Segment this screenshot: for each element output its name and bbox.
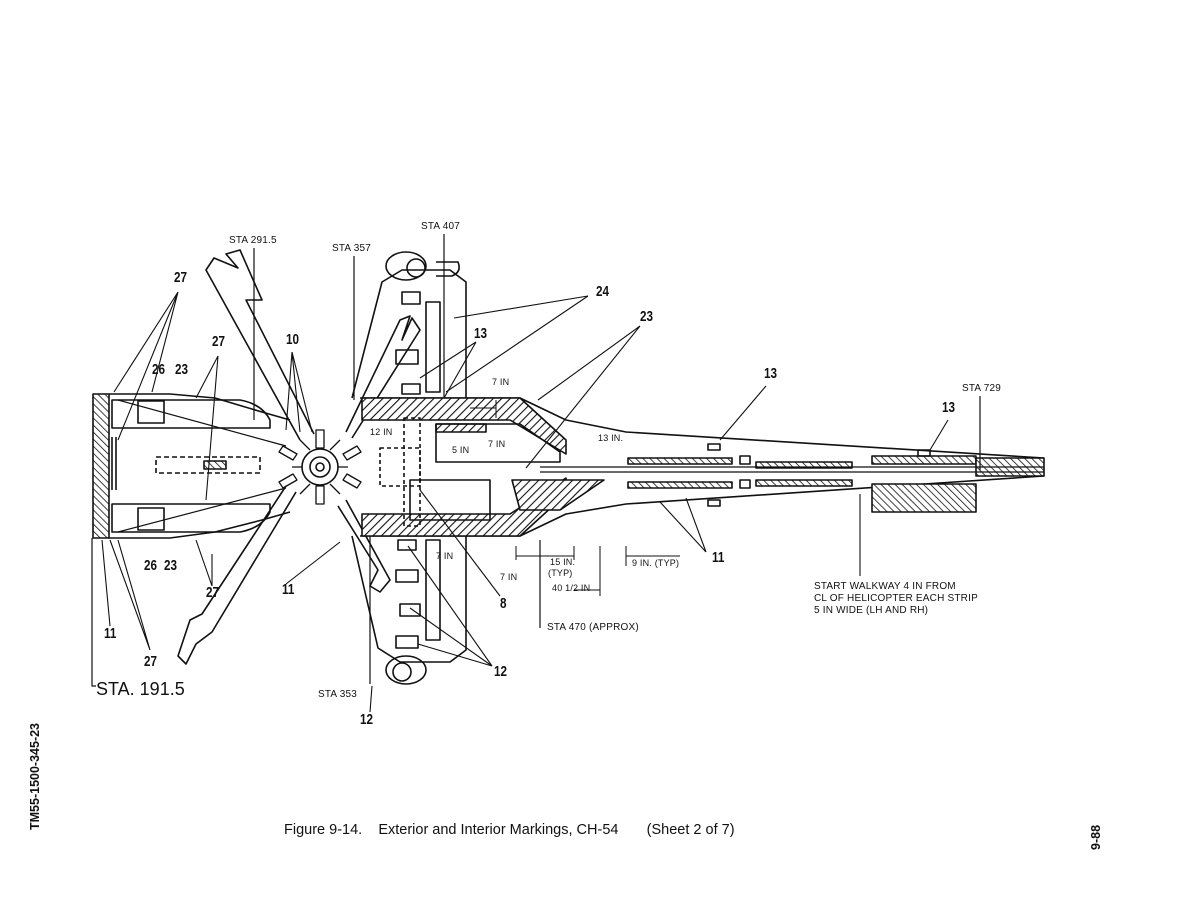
cabin-upper-wall-marking <box>361 397 567 455</box>
figure-title: Exterior and Interior Markings, CH-54 <box>378 822 619 838</box>
dimension-15-in: 15 IN. <box>550 557 576 567</box>
callout-13: 13 <box>764 365 778 382</box>
station-label-407: STA 407 <box>421 221 461 232</box>
callout-13: 13 <box>942 399 956 416</box>
page-number: 9-88 <box>1089 824 1103 850</box>
figure-sheet: (Sheet 2 of 7) <box>646 822 735 838</box>
walkway-strip <box>627 481 733 489</box>
dimension-12-in: 12 IN <box>370 427 393 437</box>
dimension-7-in: 7 IN <box>488 439 506 449</box>
callout-11: 11 <box>104 625 117 642</box>
callout-10: 10 <box>286 331 300 348</box>
callout-24: 24 <box>596 283 610 300</box>
dimension-13-in: 13 IN. <box>598 433 624 443</box>
walkway-strip <box>627 457 733 465</box>
nose-marking-stripe <box>92 393 110 539</box>
station-label-353: STA 353 <box>318 689 358 700</box>
dimension-5-in: 5 IN <box>452 445 470 455</box>
callout-27: 27 <box>212 333 226 350</box>
station-label-729: STA 729 <box>962 383 1002 394</box>
station-label-291-5: STA 291.5 <box>229 235 277 246</box>
station-label-470: STA 470 (APPROX) <box>547 622 639 633</box>
dimension-7-in: 7 IN <box>492 377 510 387</box>
callout-27: 27 <box>144 653 158 670</box>
callout-23: 23 <box>164 557 178 574</box>
station-label-191-5: STA. 191.5 <box>96 679 185 699</box>
callout-23: 23 <box>640 308 654 325</box>
callout-26: 26 <box>144 557 158 574</box>
figure-caption: Figure 9-14. Exterior and Interior Marki… <box>284 822 735 838</box>
callout-23: 23 <box>175 361 189 378</box>
callout-11: 11 <box>712 549 725 566</box>
dimension-7-in: 7 IN <box>500 572 518 582</box>
station-label-357: STA 357 <box>332 243 372 254</box>
callout-26: 26 <box>152 361 166 378</box>
callout-8: 8 <box>500 595 507 612</box>
callout-12: 12 <box>494 663 508 680</box>
callout-27: 27 <box>174 269 188 286</box>
callout-13: 13 <box>474 325 488 342</box>
callout-12: 12 <box>360 711 374 728</box>
dimension-typ: (TYP) <box>548 568 573 578</box>
dimension-40-1-2-in: 40 1/2 IN <box>552 583 591 593</box>
cabin-lower-wall-marking <box>361 477 567 537</box>
document-id: TM55-1500-345-23 <box>28 722 42 830</box>
callout-11: 11 <box>282 581 295 598</box>
callout-27: 27 <box>206 584 220 601</box>
dimension-7-in: 7 IN <box>436 551 454 561</box>
figure-number: Figure 9-14. <box>284 822 363 838</box>
dimension-9-in-typ: 9 IN. (TYP) <box>632 558 680 568</box>
walkway-note: START WALKWAY 4 IN FROM CL OF HELICOPTER… <box>814 581 978 616</box>
